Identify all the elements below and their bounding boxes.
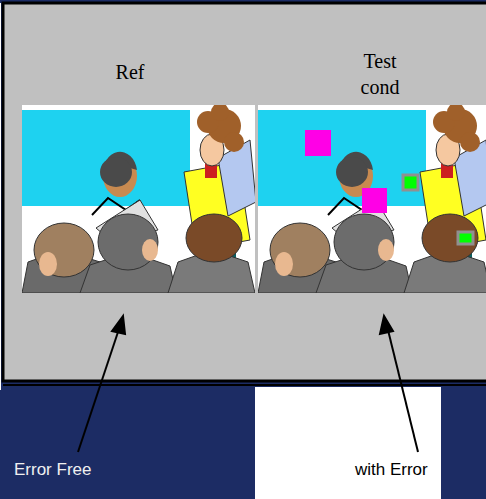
panel-heading: Test cond [345,48,415,100]
caption-label: with Error [355,460,455,480]
caption-label: Error Free [14,460,144,480]
panel-heading: Ref [100,60,160,84]
